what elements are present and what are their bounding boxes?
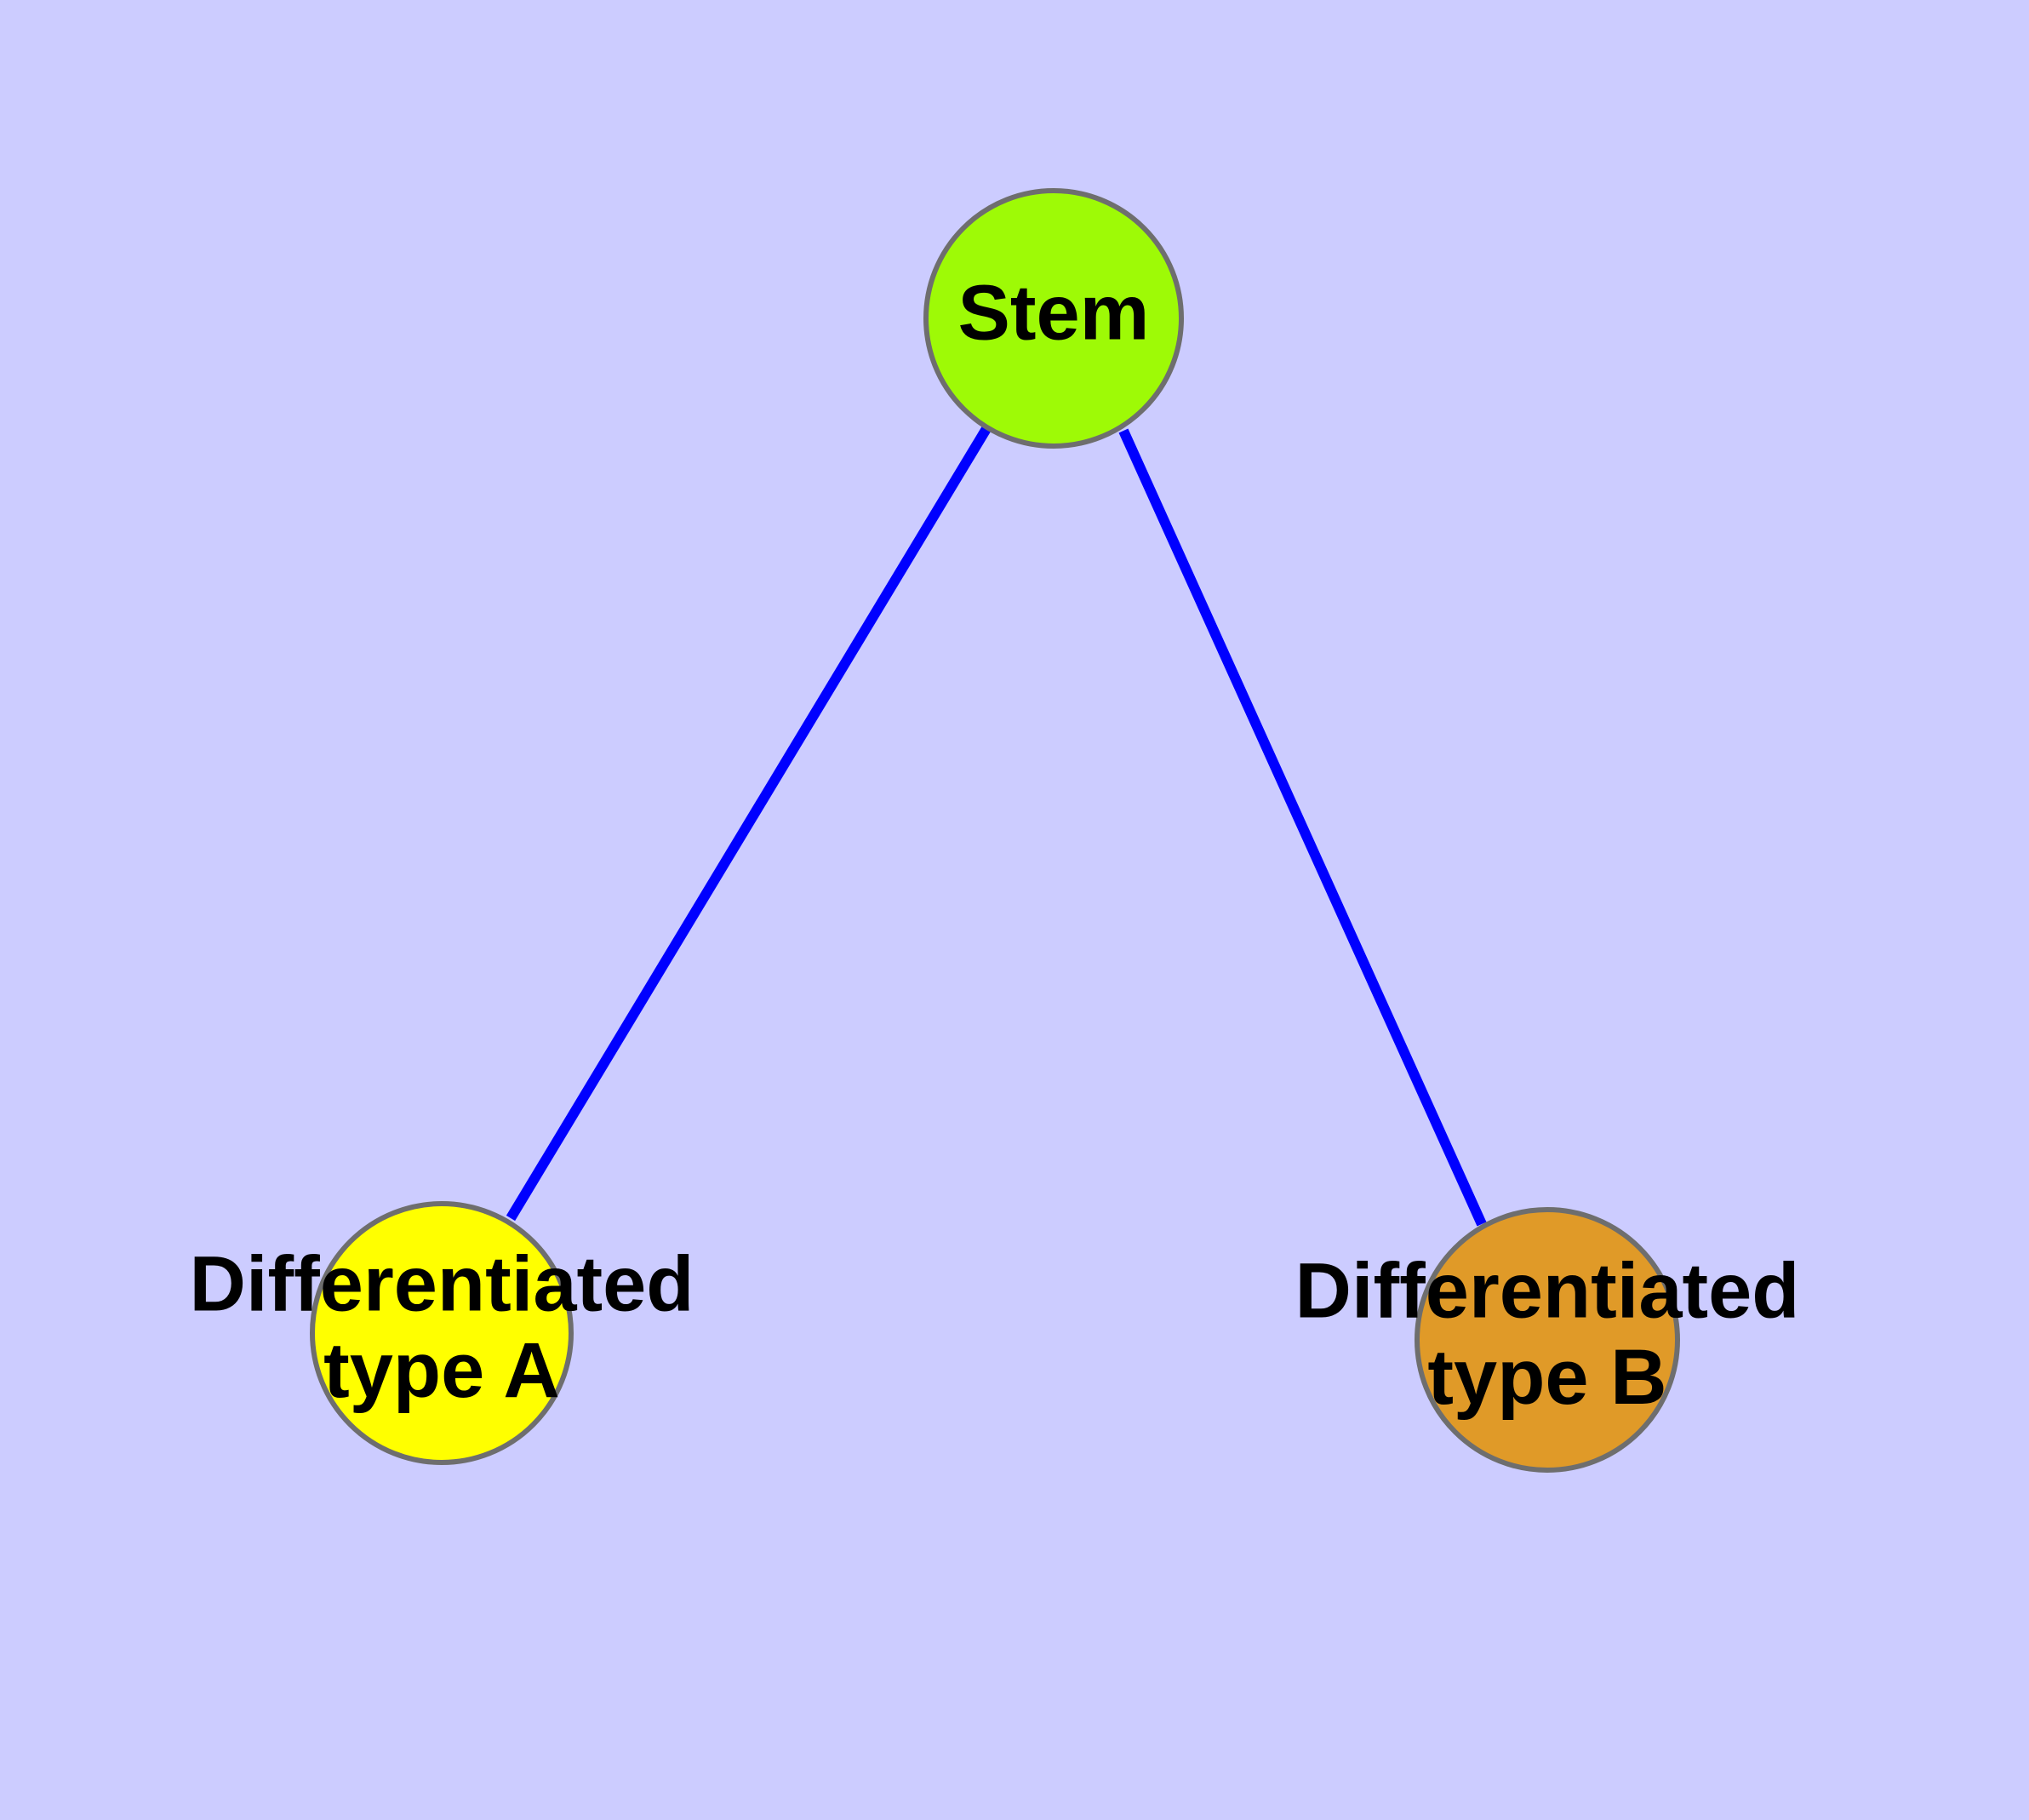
graph-node-diff_a[interactable] [310, 1201, 574, 1465]
nodes-layer [310, 188, 1680, 1473]
edges-layer [506, 424, 1487, 1227]
graph-edge-stem-to-b[interactable] [1118, 428, 1487, 1227]
graph-node-diff_b[interactable] [1415, 1207, 1680, 1473]
graph-edge-stem-to-a[interactable] [506, 424, 992, 1222]
graph-node-stem[interactable] [923, 188, 1184, 449]
